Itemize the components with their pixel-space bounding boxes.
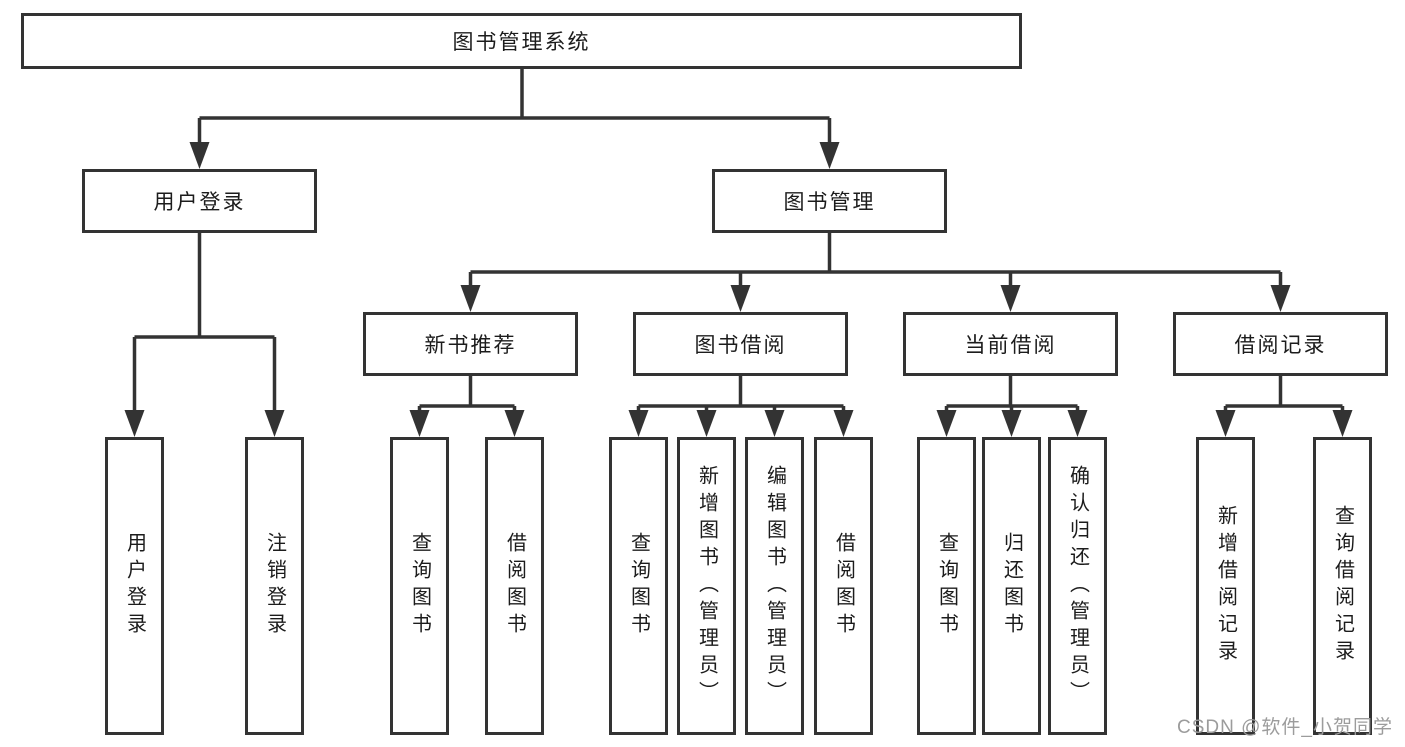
leaf-user-login: 用户登录 (105, 437, 164, 735)
leaf-query-borrow-record: 查询借阅记录 (1313, 437, 1372, 735)
node-borrow-records: 借阅记录 (1173, 312, 1388, 376)
node-user-login: 用户登录 (82, 169, 317, 233)
leaf-return-books: 归还图书 (982, 437, 1041, 735)
leaf-borrow-books: 借阅图书 (814, 437, 873, 735)
leaf-add-books-admin: 新增图书（管理员） (677, 437, 736, 735)
node-book-borrow: 图书借阅 (633, 312, 848, 376)
leaf-logout: 注销登录 (245, 437, 304, 735)
leaf-add-borrow-record: 新增借阅记录 (1196, 437, 1255, 735)
leaf-borrow-books-recommend: 借阅图书 (485, 437, 544, 735)
leaf-confirm-return-admin: 确认归还（管理员） (1048, 437, 1107, 735)
leaf-query-books-recommend: 查询图书 (390, 437, 449, 735)
node-book-management: 图书管理 (712, 169, 947, 233)
node-current-borrow: 当前借阅 (903, 312, 1118, 376)
leaf-edit-books-admin: 编辑图书（管理员） (745, 437, 804, 735)
node-new-book-recommend: 新书推荐 (363, 312, 578, 376)
leaf-query-books-borrow: 查询图书 (609, 437, 668, 735)
node-library-management-system: 图书管理系统 (21, 13, 1022, 69)
leaf-query-books-current: 查询图书 (917, 437, 976, 735)
csdn-watermark: CSDN @软件_小贺同学 (1177, 717, 1393, 738)
